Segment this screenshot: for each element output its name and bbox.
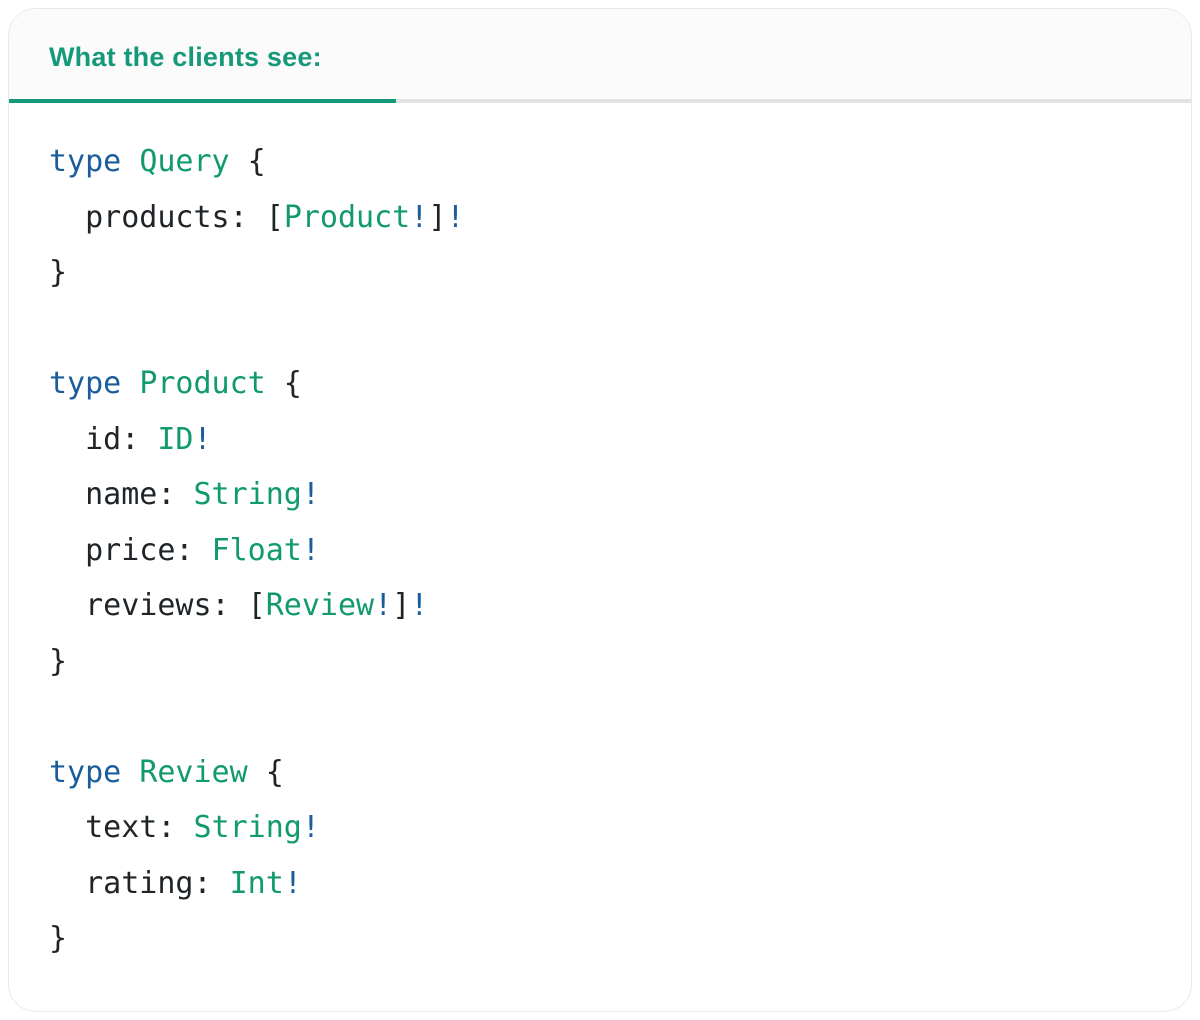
code-token: reviews: [ <box>49 588 266 623</box>
code-line: name: String! <box>49 467 1151 523</box>
code-token: id: <box>49 421 158 457</box>
code-line: price: Float! <box>49 523 1151 579</box>
code-line: text: String! <box>49 800 1151 856</box>
code-token: ! <box>410 199 429 235</box>
code-line <box>49 301 1151 357</box>
code-line: type Query { <box>49 134 1151 190</box>
tab-divider <box>9 99 1191 103</box>
code-token: String <box>193 477 302 512</box>
code-token: ! <box>193 421 212 457</box>
code-token: type <box>49 144 122 179</box>
code-token: ! <box>301 477 320 512</box>
code-token <box>121 755 139 790</box>
code-token: type <box>49 366 122 401</box>
active-tab-indicator <box>9 99 396 103</box>
code-token: ID <box>157 421 194 457</box>
code-token: } <box>49 921 68 956</box>
code-token <box>121 366 139 401</box>
code-token: Product <box>139 366 266 401</box>
code-token: ! <box>374 588 393 623</box>
code-token: name: <box>49 477 194 512</box>
code-token: products: [ <box>49 199 284 235</box>
code-line: type Product { <box>49 356 1151 412</box>
code-token: { <box>247 754 284 790</box>
code-example-header: What the clients see: <box>9 9 1191 103</box>
code-token: } <box>49 643 68 679</box>
code-token: Review <box>139 754 248 790</box>
code-line: products: [Product!]! <box>49 190 1151 246</box>
tab-what-clients-see[interactable]: What the clients see: <box>9 9 322 73</box>
code-line: type Review { <box>49 745 1151 801</box>
code-token: { <box>229 144 266 179</box>
tab-label: What the clients see: <box>49 42 322 72</box>
code-token: text: <box>49 810 194 845</box>
code-token: ! <box>301 810 320 845</box>
code-token: price: <box>49 532 212 568</box>
code-token: ] <box>428 199 447 235</box>
code-line <box>49 689 1151 745</box>
code-token: Query <box>139 144 230 179</box>
code-line: } <box>49 245 1151 301</box>
code-token <box>121 144 139 179</box>
code-token: ! <box>301 532 320 568</box>
code-line: reviews: [Review!]! <box>49 578 1151 634</box>
code-token: } <box>49 255 68 290</box>
code-line: } <box>49 911 1151 967</box>
code-token: { <box>265 366 302 401</box>
code-token: ! <box>283 865 302 901</box>
code-example-card: What the clients see: type Query { produ… <box>8 8 1192 1012</box>
code-line: } <box>49 634 1151 690</box>
code-token: Int <box>229 865 284 901</box>
code-token: ! <box>410 588 429 623</box>
code-token: ] <box>392 588 411 623</box>
code-line: rating: Int! <box>49 856 1151 912</box>
code-token: rating: <box>49 865 230 901</box>
code-token: ! <box>446 199 465 235</box>
code-token: type <box>49 754 122 790</box>
code-token: Product <box>283 199 411 235</box>
graphql-schema-code: type Query { products: [Product!]!} type… <box>9 103 1191 1007</box>
code-line: id: ID! <box>49 412 1151 468</box>
code-token: Float <box>211 532 302 568</box>
code-token: Review <box>265 588 375 623</box>
code-token: String <box>193 810 302 845</box>
